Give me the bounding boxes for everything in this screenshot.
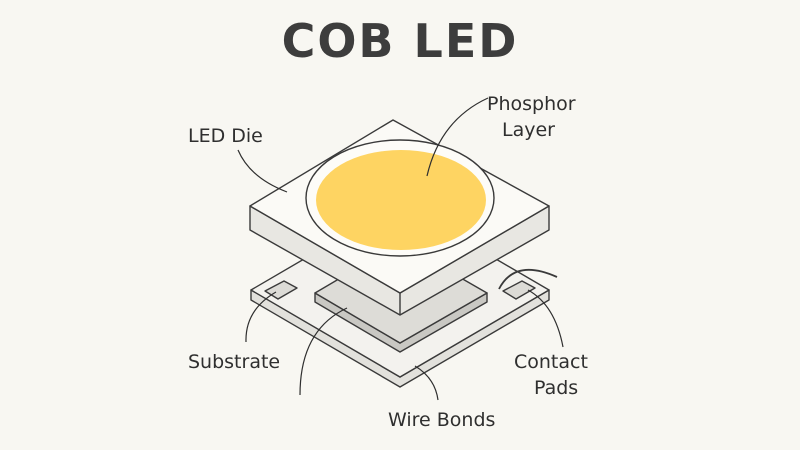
label-led-die: LED Die [188,125,263,147]
contact-pad-right [502,280,536,300]
label-substrate: Substrate [188,351,281,373]
diagram-title: COB LED [281,14,519,68]
phosphor-layer [316,150,486,250]
label-phosphor-2: Layer [502,119,555,141]
label-phosphor-1: Phosphor [487,93,576,115]
label-contact-1: Contact [514,351,588,373]
label-contact-2: Pads [534,377,579,399]
leader-lines [237,97,564,401]
label-wire-bonds: Wire Bonds [388,409,496,431]
wire-bond [498,268,558,290]
